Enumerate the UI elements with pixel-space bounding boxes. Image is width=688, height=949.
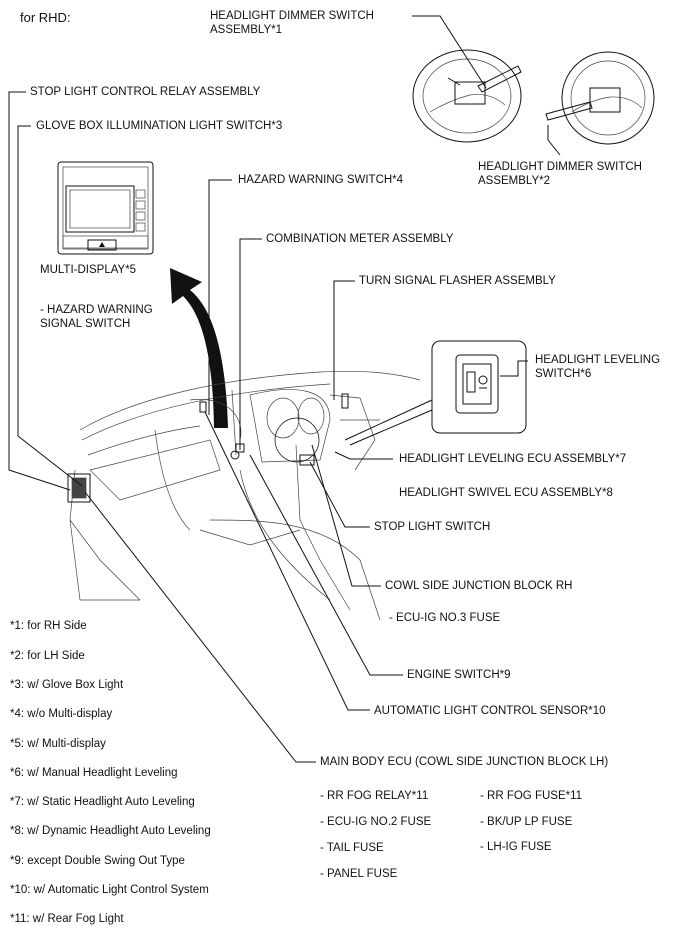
footnote: *11: w/ Rear Fog Light: [10, 913, 124, 925]
label-glove-box-light-switch: GLOVE BOX ILLUMINATION LIGHT SWITCH*3: [36, 120, 283, 132]
label-stop-light-control-relay: STOP LIGHT CONTROL RELAY ASSEMBLY: [30, 86, 261, 98]
label-rr-fog-relay: - RR FOG RELAY*11: [320, 790, 429, 802]
label-headlight-dimmer-switch-2: HEADLIGHT DIMMER SWITCH ASSEMBLY*2: [478, 161, 642, 187]
label-headlight-leveling-ecu: HEADLIGHT LEVELING ECU ASSEMBLY*7: [399, 453, 627, 465]
footnote: *3: w/ Glove Box Light: [10, 679, 124, 691]
label-headlight-swivel-ecu: HEADLIGHT SWIVEL ECU ASSEMBLY*8: [399, 487, 613, 499]
leveling-switch-callout: [344, 340, 527, 446]
page-title: for RHD:: [20, 10, 71, 25]
curved-arrow-icon: [170, 268, 228, 428]
steering-wheel-illustration-lh: [545, 51, 655, 145]
label-ecu-ig-no2-fuse: - ECU-IG NO.2 FUSE: [320, 816, 432, 828]
label-rr-fog-fuse: - RR FOG FUSE*11: [480, 790, 583, 802]
multi-display-illustration: [57, 161, 154, 255]
label-cowl-side-junction-block-rh: COWL SIDE JUNCTION BLOCK RH: [385, 580, 573, 592]
label-engine-switch: ENGINE SWITCH*9: [407, 669, 511, 681]
label-headlight-leveling-switch: HEADLIGHT LEVELING SWITCH*6: [535, 354, 661, 380]
label-turn-signal-flasher: TURN SIGNAL FLASHER ASSEMBLY: [359, 275, 556, 287]
label-stop-light-switch: STOP LIGHT SWITCH: [374, 521, 491, 533]
label-ecu-ig-no3-fuse: - ECU-IG NO.3 FUSE: [389, 612, 501, 624]
label-lh-ig-fuse: - LH-IG FUSE: [480, 841, 552, 853]
footnote: *10: w/ Automatic Light Control System: [10, 884, 209, 896]
footnote: *2: for LH Side: [10, 650, 85, 662]
label-hazard-warning-switch: HAZARD WARNING SWITCH*4: [238, 174, 404, 186]
label-combination-meter: COMBINATION METER ASSEMBLY: [266, 233, 454, 245]
footnote: *9: except Double Swing Out Type: [10, 855, 185, 867]
label-hazard-warning-signal-switch: - HAZARD WARNING SIGNAL SWITCH: [40, 304, 153, 330]
footnote: *1: for RH Side: [10, 620, 87, 632]
footnote: *4: w/o Multi-display: [10, 708, 113, 720]
footnote: *6: w/ Manual Headlight Leveling: [10, 767, 178, 779]
label-panel-fuse: - PANEL FUSE: [320, 868, 398, 880]
dashboard-illustration: [67, 370, 421, 621]
label-main-body-ecu: MAIN BODY ECU (COWL SIDE JUNCTION BLOCK …: [320, 756, 609, 768]
leader-lines: [8, 15, 561, 763]
label-automatic-light-control-sensor: AUTOMATIC LIGHT CONTROL SENSOR*10: [374, 705, 606, 717]
label-bk-up-lp-fuse: - BK/UP LP FUSE: [480, 816, 573, 828]
label-tail-fuse: - TAIL FUSE: [320, 842, 384, 854]
footnote: *8: w/ Dynamic Headlight Auto Leveling: [10, 825, 211, 837]
label-multi-display: MULTI-DISPLAY*5: [40, 264, 137, 276]
footnote: *7: w/ Static Headlight Auto Leveling: [10, 796, 195, 808]
steering-wheel-illustration-rh: [412, 49, 522, 143]
footnote: *5: w/ Multi-display: [10, 738, 106, 750]
label-headlight-dimmer-switch-1: HEADLIGHT DIMMER SWITCH ASSEMBLY*1: [210, 10, 374, 36]
